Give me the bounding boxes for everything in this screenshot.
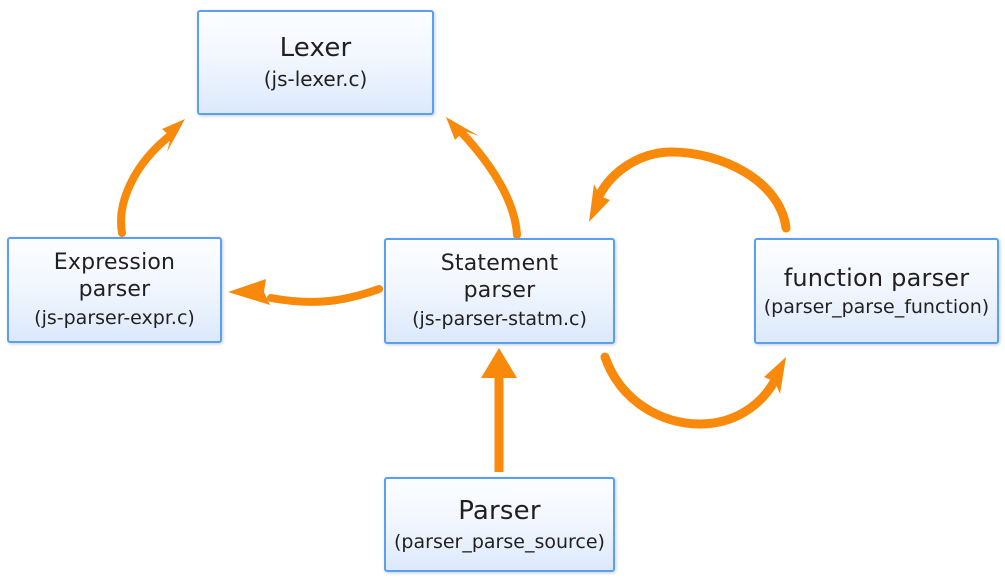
node-statement-parser-subtitle: (js-parser-statm.c) [412, 308, 587, 331]
node-function-parser[interactable]: function parser (parser_parse_function) [754, 238, 999, 344]
edge-statement-parser-to-expression-parser [228, 279, 383, 306]
edge-statement-parser-to-function-parser [600, 352, 786, 429]
node-lexer-subtitle: (js-lexer.c) [263, 67, 368, 92]
node-statement-parser[interactable]: Statement parser (js-parser-statm.c) [384, 238, 615, 344]
edge-parser-to-statement-parser [481, 348, 517, 472]
node-parser-title: Parser [458, 495, 541, 526]
node-statement-parser-title-line1: Statement [440, 251, 559, 277]
node-function-parser-subtitle: (parser_parse_function) [763, 295, 990, 318]
node-expression-parser-title-line1: Expression [53, 250, 176, 276]
node-statement-parser-title-line2: parser [463, 278, 536, 304]
edge-function-parser-to-statement-parser [589, 147, 791, 233]
node-parser-subtitle: (parser_parse_source) [394, 530, 605, 553]
node-expression-parser-subtitle: (js-parser-expr.c) [34, 307, 195, 330]
node-expression-parser[interactable]: Expression parser (js-parser-expr.c) [7, 237, 222, 343]
edge-statement-parser-to-lexer [446, 117, 521, 239]
node-function-parser-title: function parser [783, 263, 970, 292]
node-parser[interactable]: Parser (parser_parse_source) [384, 477, 615, 572]
node-lexer[interactable]: Lexer (js-lexer.c) [197, 10, 434, 115]
node-expression-parser-title-line2: parser [78, 277, 151, 303]
edge-expression-parser-to-lexer [117, 119, 185, 237]
node-lexer-title: Lexer [279, 33, 352, 64]
